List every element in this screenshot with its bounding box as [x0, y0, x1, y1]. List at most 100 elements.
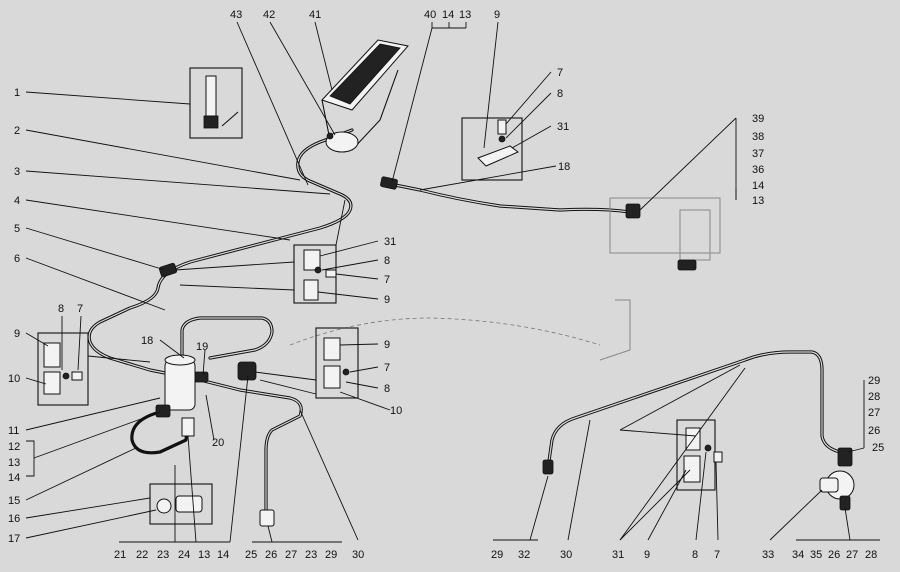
- detail-box-left: [37, 332, 89, 406]
- callout-26-bottom: 26: [265, 549, 277, 561]
- callout-27-bottom: 27: [285, 549, 297, 561]
- callout-31-rear: 31: [612, 549, 624, 561]
- bolt-7-mid: [325, 269, 337, 278]
- plate-9-midright: [323, 337, 341, 361]
- reservoir-outlet: [155, 404, 171, 418]
- callout-9-mid: 9: [384, 294, 390, 306]
- callout-24: 24: [178, 549, 190, 561]
- clip-1: [205, 75, 217, 117]
- bracket-10-midright: [323, 365, 341, 389]
- callout-26-right: 26: [868, 425, 880, 437]
- callout-27-right: 27: [868, 407, 880, 419]
- union-16: [175, 495, 203, 513]
- detail-box-1: [189, 67, 243, 139]
- callout-9-rear: 9: [644, 549, 650, 561]
- valve-outlet: [677, 259, 697, 271]
- reservoir-cap: [164, 354, 196, 366]
- bolt-7-top: [497, 119, 507, 135]
- hose-end-fitting: [259, 509, 275, 527]
- callout-8-top: 8: [557, 88, 563, 100]
- dashed-connection-line: [289, 317, 601, 346]
- reservoir-stem: [181, 417, 195, 437]
- callout-6: 6: [14, 253, 20, 265]
- valve-bottom-fitting: [839, 495, 851, 511]
- callout-8-rear: 8: [692, 549, 698, 561]
- callout-30-rear: 30: [560, 549, 572, 561]
- union-fitting-40: [380, 176, 398, 190]
- callout-21: 21: [114, 549, 126, 561]
- callout-31-top: 31: [557, 121, 569, 133]
- detail-box-10-mid: [315, 327, 359, 399]
- detail-box-16: [149, 483, 213, 525]
- bracket-10-left: [43, 371, 61, 395]
- bolt-7-left: [71, 371, 83, 381]
- callout-38: 38: [752, 131, 764, 143]
- callout-11: 11: [8, 425, 19, 437]
- brake-fluid-reservoir: [155, 354, 196, 437]
- callout-28-right: 28: [868, 391, 880, 403]
- callout-13-right: 13: [752, 195, 764, 207]
- callout-14-right: 14: [752, 180, 764, 192]
- tee-fitting-right: [625, 203, 641, 219]
- washer-8-right: [704, 444, 712, 452]
- plate-9-right: [683, 455, 701, 483]
- callout-32: 32: [518, 549, 530, 561]
- callout-8-midright: 8: [384, 383, 390, 395]
- callout-40: 40: [424, 9, 436, 21]
- callout-10-left: 10: [8, 373, 20, 385]
- washer-8-mid: [314, 266, 322, 274]
- callout-18-top: 18: [558, 161, 570, 173]
- callout-14-left: 14: [8, 472, 20, 484]
- callout-17: 17: [8, 533, 20, 545]
- callout-13-bottom: 13: [198, 549, 210, 561]
- callout-13-left: 13: [8, 457, 20, 469]
- valve-inlet: [819, 477, 839, 493]
- callout-33: 33: [762, 549, 774, 561]
- rear-right-valve: [819, 447, 855, 511]
- callout-1: 1: [14, 87, 20, 99]
- valve-top-fitting: [837, 447, 853, 467]
- callout-7-rear: 7: [714, 549, 720, 561]
- callout-31-mid: 31: [384, 236, 396, 248]
- callout-22: 22: [136, 549, 148, 561]
- callout-41: 41: [309, 9, 321, 21]
- pedal-grip-surface: [329, 43, 401, 105]
- callout-9-midright: 9: [384, 339, 390, 351]
- callout-10-midright: 10: [390, 405, 402, 417]
- callout-8-mid: 8: [384, 255, 390, 267]
- callout-labels: 43 42 41 40 14 13 9 1 2 3 4 5 6 39 38 37…: [8, 9, 884, 561]
- callout-23: 23: [157, 549, 169, 561]
- callout-25-right: 25: [872, 442, 884, 454]
- callout-7-midright: 7: [384, 362, 390, 374]
- callout-leaders: [25, 21, 880, 543]
- valve-block-outline: [609, 197, 721, 254]
- detail-box-10: [37, 332, 89, 406]
- callout-29-bottom: 29: [325, 549, 337, 561]
- bracket-31-top: [477, 145, 519, 167]
- detail-box-9: [461, 117, 523, 181]
- pipe-fittings: [158, 176, 641, 527]
- callout-37: 37: [752, 148, 764, 160]
- detail-box-top-right: [461, 117, 523, 181]
- brake-pipe-right-front: [383, 181, 632, 214]
- brake-hose-left: [130, 410, 190, 455]
- callout-9-left: 9: [14, 328, 20, 340]
- callout-39: 39: [752, 113, 764, 125]
- detail-box-bottom-left: [149, 483, 213, 525]
- callout-16: 16: [8, 513, 20, 525]
- detail-box-middle-right: [315, 327, 359, 399]
- master-cylinder: [325, 131, 359, 153]
- callout-29-rear: 29: [491, 549, 503, 561]
- seal-ring-17: [156, 498, 172, 514]
- callout-27-rear: 27: [846, 549, 858, 561]
- brake-pipe-main-upper: [87, 128, 354, 512]
- plate-9-left: [43, 342, 61, 368]
- valve-bracket: [599, 299, 631, 361]
- callout-14-bottom: 14: [217, 549, 229, 561]
- brake-pedal-assembly: [321, 39, 409, 153]
- callout-12: 12: [8, 441, 20, 453]
- callout-29-right: 29: [868, 375, 880, 387]
- rear-left-fitting: [542, 459, 554, 475]
